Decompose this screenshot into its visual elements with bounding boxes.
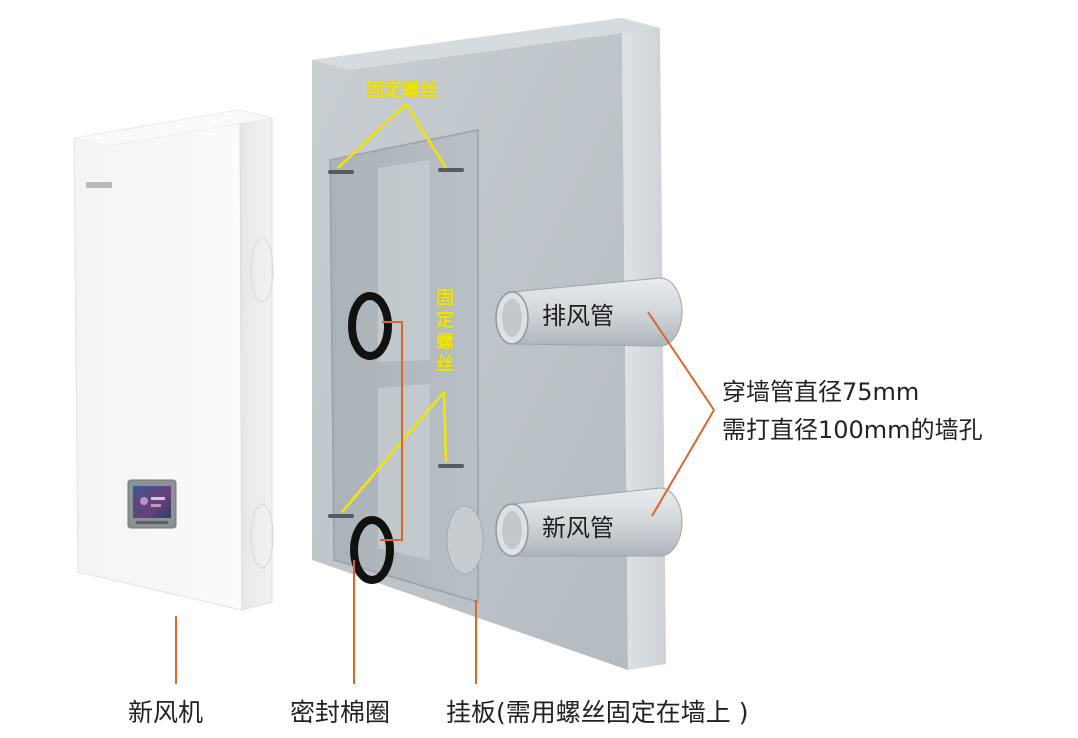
spec-pipe-diameter: 穿墙管直径75mm xyxy=(722,372,919,407)
unit-logo-mark xyxy=(86,182,112,188)
label-fresh-pipe: 新风管 xyxy=(542,508,614,543)
touchscreen-panel-icon xyxy=(128,480,176,528)
label-fresh-air-unit: 新风机 xyxy=(128,693,203,729)
fresh-air-unit xyxy=(74,110,273,610)
unit-side-face xyxy=(240,110,272,610)
label-screw-mid: 固定螺丝 xyxy=(434,288,456,376)
plate-hole-right xyxy=(447,506,483,574)
mounting-plate xyxy=(330,130,483,602)
label-seal-ring: 密封棉圈 xyxy=(290,693,390,729)
label-screw-top: 固定螺丝 xyxy=(366,76,438,102)
label-exhaust-pipe: 排风管 xyxy=(542,296,614,331)
label-mounting-plate: 挂板(需用螺丝固定在墙上 ) xyxy=(446,693,748,729)
spec-wall-hole: 需打直径100mm的墙孔 xyxy=(722,410,983,445)
